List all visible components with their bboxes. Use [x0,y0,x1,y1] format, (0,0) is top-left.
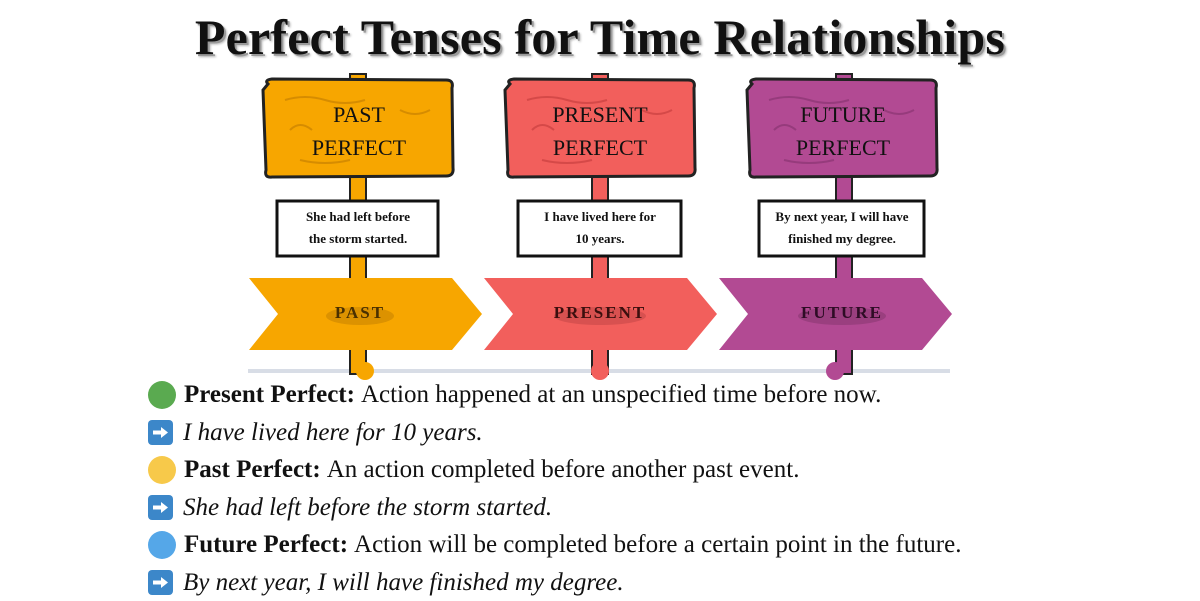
example-box-past: She had left before the storm started. [277,201,438,256]
definition-text: Action will be completed before a certai… [354,532,961,557]
legend: Present Perfect: Action happened at an u… [148,376,1148,601]
sign-board-past: PAST PERFECT [263,79,453,177]
right-arrow-icon [148,495,173,520]
blue-circle-icon [148,531,176,559]
definition-term: Past Perfect: [184,457,321,482]
example-text: I have lived here for 10 years. [183,420,483,445]
example-future-line2: finished my degree. [788,231,896,246]
timeline-label-present: PRESENT [554,303,646,322]
legend-definition-past-perfect: Past Perfect: An action completed before… [148,451,1148,489]
legend-definition-present-perfect: Present Perfect: Action happened at an u… [148,376,1148,414]
example-box-future: By next year, I will have finished my de… [759,201,924,256]
sign-past-line1: PAST [333,102,385,127]
right-arrow-icon [148,420,173,445]
green-circle-icon [148,381,176,409]
example-past-line1: She had left before [306,209,410,224]
timeline-chevron-present: PRESENT [484,278,717,350]
timeline-label-past: PAST [335,303,385,322]
legend-definition-future-perfect: Future Perfect: Action will be completed… [148,526,1148,564]
timeline-chevron-future: FUTURE [719,278,952,350]
sign-past-line2: PERFECT [312,135,407,160]
definition-term: Present Perfect: [184,382,355,407]
example-text: She had left before the storm started. [183,495,552,520]
definition-text: Action happened at an unspecified time b… [361,382,881,407]
example-text: By next year, I will have finished my de… [183,570,624,595]
sign-board-present: PRESENT PERFECT [505,79,695,177]
yellow-circle-icon [148,456,176,484]
definition-text: An action completed before another past … [327,457,800,482]
timeline-chevron-past: PAST [249,278,482,350]
definition-term: Future Perfect: [184,532,348,557]
right-arrow-icon [148,570,173,595]
legend-example-future-perfect: By next year, I will have finished my de… [148,564,1148,601]
example-box-present: I have lived here for 10 years. [518,201,681,256]
sign-present-line2: PERFECT [553,135,648,160]
sign-board-future: FUTURE PERFECT [747,79,937,177]
example-present-line2: 10 years. [575,231,624,246]
example-past-line2: the storm started. [309,231,408,246]
sign-future-line1: FUTURE [800,102,886,127]
example-future-line1: By next year, I will have [775,209,908,224]
sign-present-line1: PRESENT [552,102,648,127]
timeline-label-future: FUTURE [801,303,883,322]
example-present-line1: I have lived here for [544,209,656,224]
legend-example-present-perfect: I have lived here for 10 years. [148,414,1148,452]
legend-example-past-perfect: She had left before the storm started. [148,489,1148,527]
sign-future-line2: PERFECT [796,135,891,160]
